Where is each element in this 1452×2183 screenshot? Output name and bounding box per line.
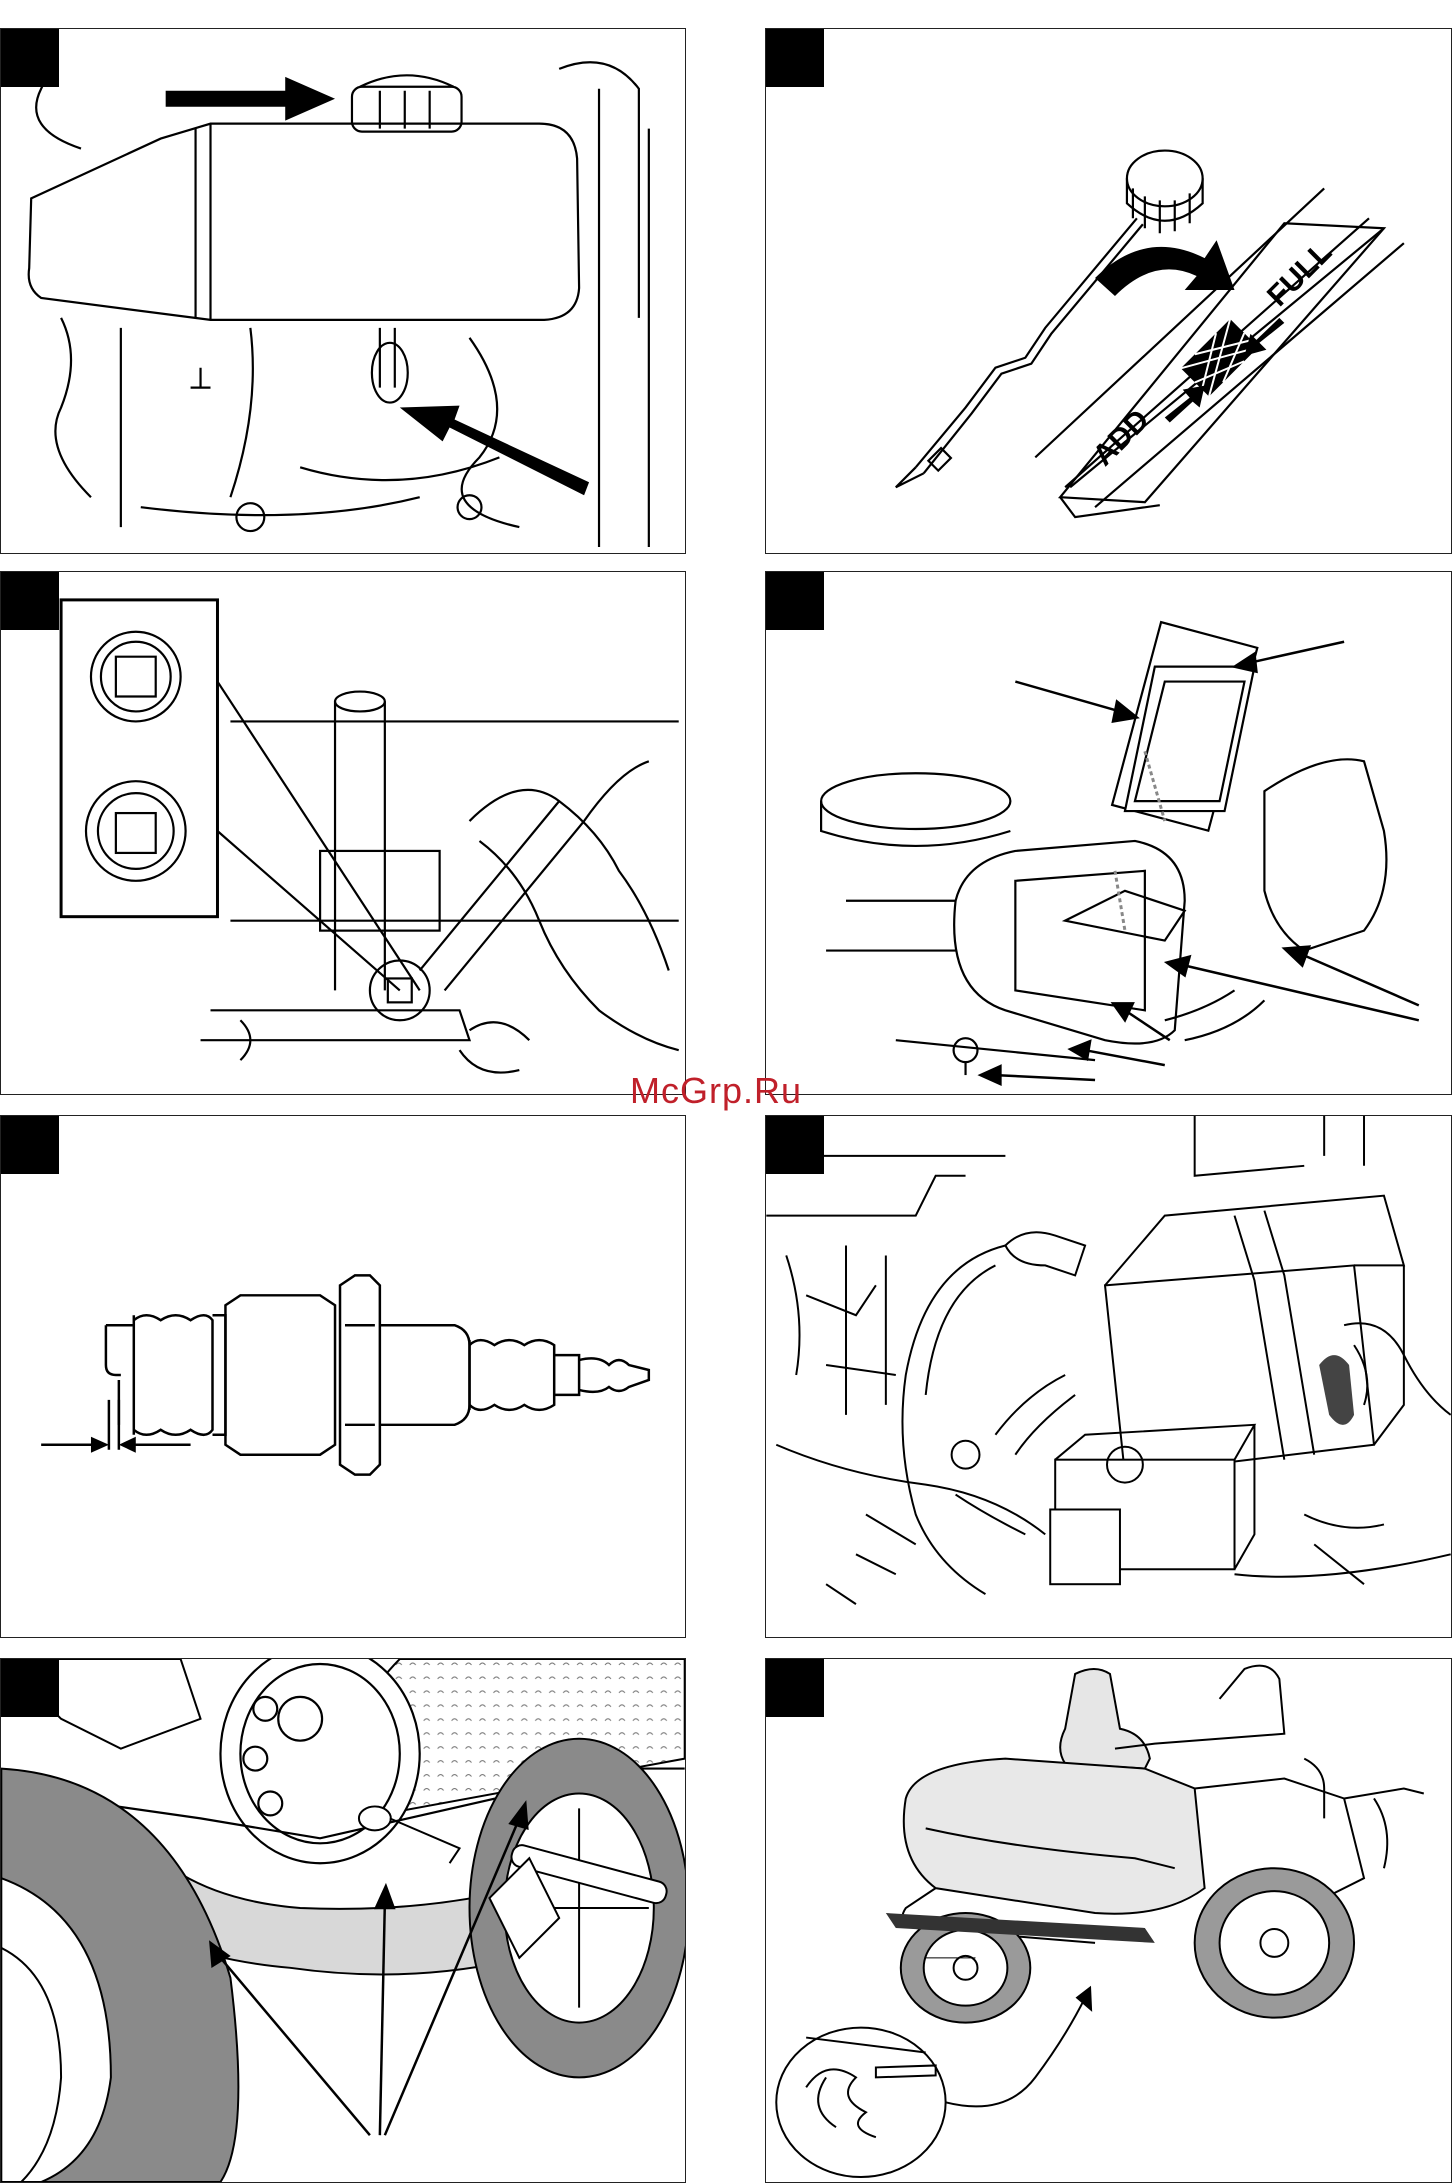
mower-deck-illustration: [1, 1659, 685, 2182]
figure-number-tab: [766, 29, 824, 87]
air-filter-illustration: [766, 572, 1451, 1094]
figure-oil-dipstick: ADD FULL: [765, 28, 1452, 554]
figure-number-tab: [766, 572, 824, 630]
figure-number-tab: [1, 1659, 59, 1717]
figure-number-tab: [766, 1659, 824, 1717]
dipstick-illustration: ADD FULL: [766, 29, 1451, 553]
figure-battery: [765, 1115, 1452, 1638]
figure-fuel-tank: [0, 28, 686, 554]
figure-number-tab: [1, 1116, 59, 1174]
figure-mower-deck: [0, 1658, 686, 2183]
watermark-text: McGrp.Ru: [630, 1070, 802, 1112]
figure-number-tab: [1, 572, 59, 630]
figure-number-tab: [766, 1116, 824, 1174]
drain-plug-illustration: [1, 572, 685, 1094]
figure-rider-mower: [765, 1658, 1452, 2183]
rider-mower-illustration: [766, 1659, 1451, 2182]
spark-plug-illustration: [1, 1116, 685, 1637]
figure-number-tab: [1, 29, 59, 87]
figure-air-filter: [765, 571, 1452, 1095]
fuel-tank-illustration: [1, 29, 685, 553]
figure-oil-drain-plug: [0, 571, 686, 1095]
figure-spark-plug: [0, 1115, 686, 1638]
battery-illustration: [766, 1116, 1451, 1637]
